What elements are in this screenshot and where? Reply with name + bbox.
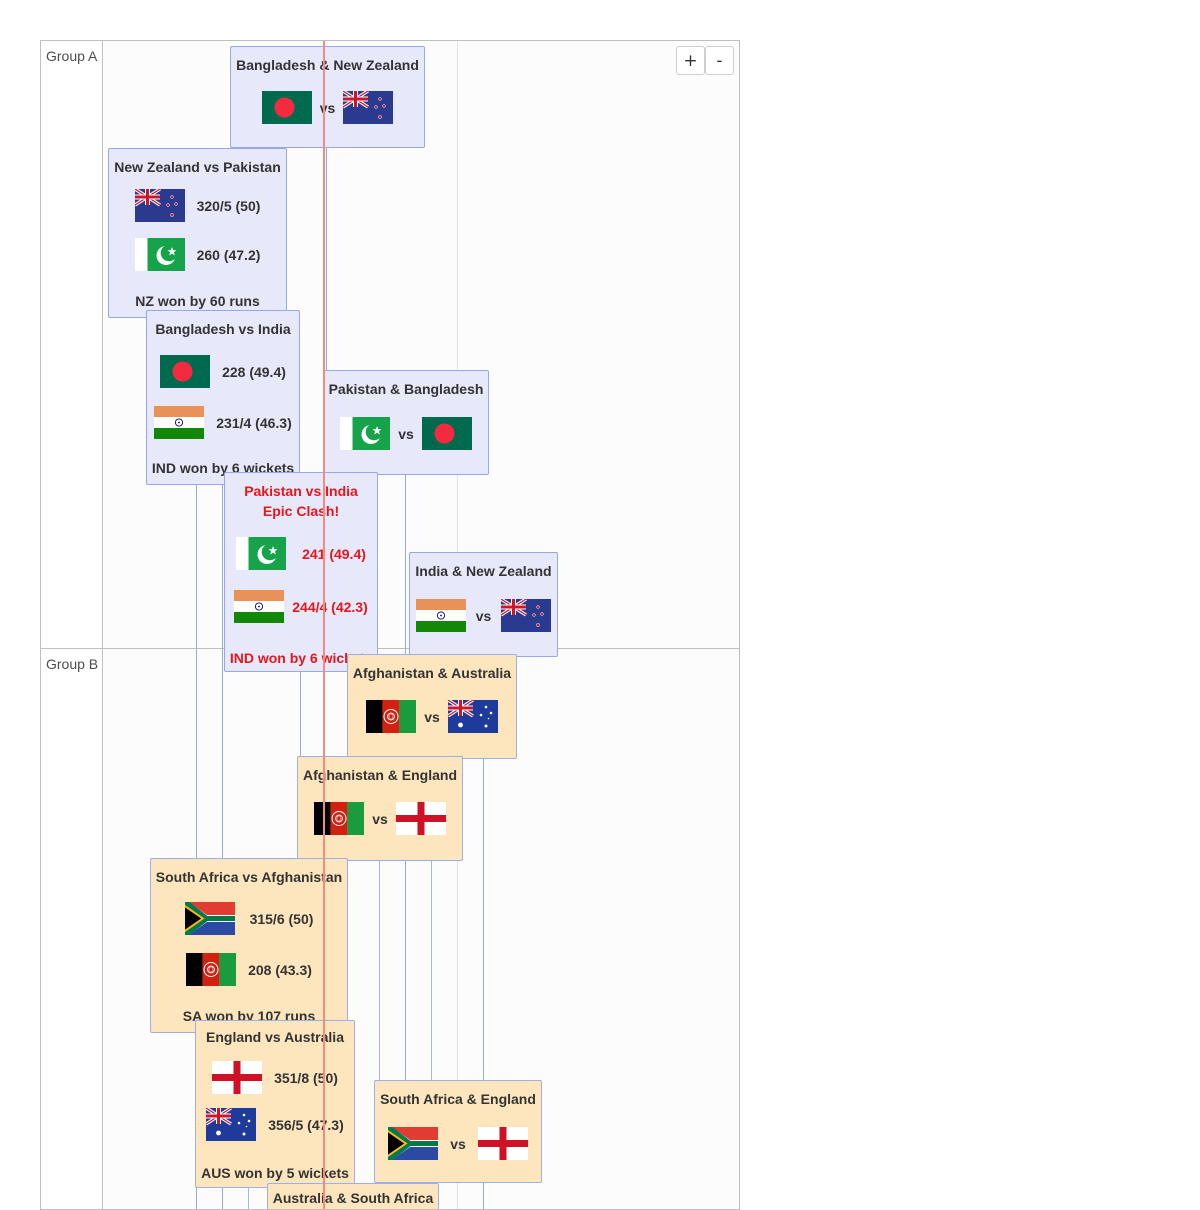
vs-label: vs — [450, 1135, 466, 1152]
match-title: Bangladesh vs India — [155, 321, 291, 337]
vs-label: vs — [398, 425, 414, 442]
team1-score: 315/6 (50) — [249, 910, 314, 927]
match-card-afghanistan-england[interactable]: Afghanistan & England vs — [297, 756, 463, 861]
england-flag-icon — [212, 1061, 263, 1094]
match-title: England vs Australia — [206, 1029, 344, 1045]
england-flag-icon — [477, 1127, 528, 1160]
group-label-a: Group A — [41, 41, 103, 648]
vs-label: vs — [424, 708, 440, 725]
match-card-south-africa-afghanistan[interactable]: South Africa vs Afghanistan 315/6 (50) 2… — [150, 858, 348, 1033]
vs-label: vs — [372, 810, 388, 827]
team2-score: 231/4 (46.3) — [216, 414, 292, 431]
team1-score: 351/8 (50) — [274, 1069, 338, 1086]
match-title: Pakistan vs India Epic Clash! — [244, 483, 358, 519]
new-zealand-flag-icon — [343, 91, 394, 124]
match-card-india-new-zealand[interactable]: India & New Zealand vs — [409, 552, 558, 657]
pakistan-flag-icon — [340, 417, 391, 450]
australia-flag-icon — [447, 700, 498, 733]
south-africa-flag-icon — [388, 1127, 439, 1160]
match-title: Bangladesh & New Zealand — [236, 57, 419, 73]
match-card-bangladesh-india[interactable]: Bangladesh vs India 228 (49.4) 231/4 (46… — [146, 310, 300, 485]
pakistan-flag-icon — [236, 537, 287, 570]
team1-score: 320/5 (50) — [196, 197, 261, 214]
match-card-pakistan-bangladesh[interactable]: Pakistan & Bangladesh vs — [323, 370, 489, 475]
australia-flag-icon — [206, 1108, 257, 1141]
match-card-pakistan-india[interactable]: Pakistan vs India Epic Clash! 241 (49.4)… — [224, 472, 378, 672]
group-label-b: Group B — [41, 649, 103, 1209]
match-title: South Africa vs Afghanistan — [155, 869, 343, 885]
zoom-controls: + - — [676, 46, 734, 75]
item-stem — [431, 758, 432, 1209]
south-africa-flag-icon — [184, 902, 235, 935]
item-stem — [222, 484, 223, 1209]
match-card-australia-south-africa[interactable]: Australia & South Africa — [267, 1183, 439, 1209]
match-title: Pakistan & Bangladesh — [328, 381, 484, 397]
match-title: Australia & South Africa — [272, 1190, 434, 1206]
bangladesh-flag-icon — [261, 91, 312, 124]
current-time-marker — [323, 41, 325, 1209]
afghanistan-flag-icon — [186, 953, 237, 986]
zoom-in-button[interactable]: + — [676, 46, 705, 75]
item-stem — [196, 317, 197, 1209]
group-divider — [41, 648, 739, 649]
india-flag-icon — [415, 599, 466, 632]
pakistan-flag-icon — [134, 238, 185, 271]
match-card-afghanistan-australia[interactable]: Afghanistan & Australia vs — [347, 654, 517, 759]
team1-score: 228 (49.4) — [222, 363, 286, 380]
bangladesh-flag-icon — [421, 417, 472, 450]
item-stem — [379, 860, 380, 1209]
match-result: NZ won by 60 runs — [135, 293, 260, 309]
afghanistan-flag-icon — [314, 802, 365, 835]
match-title: India & New Zealand — [415, 563, 552, 579]
match-card-england-australia[interactable]: England vs Australia 351/8 (50) 356/5 (4… — [195, 1020, 355, 1188]
afghanistan-flag-icon — [366, 700, 417, 733]
match-card-new-zealand-pakistan[interactable]: New Zealand vs Pakistan 320/5 (50) 260 (… — [108, 148, 287, 318]
team2-score: 244/4 (42.3) — [292, 598, 368, 615]
match-result: AUS won by 5 wickets — [201, 1165, 349, 1181]
match-result: IND won by 6 wickets — [229, 650, 373, 666]
vs-label: vs — [475, 607, 492, 624]
match-title: Afghanistan & Australia — [352, 665, 512, 681]
india-flag-icon — [234, 590, 285, 623]
match-title: Afghanistan & England — [303, 767, 457, 783]
match-card-bangladesh-new-zealand[interactable]: Bangladesh & New Zealand vs — [230, 46, 425, 148]
india-flag-icon — [154, 406, 205, 439]
england-flag-icon — [395, 802, 446, 835]
team2-score: 260 (47.2) — [196, 246, 261, 263]
team1-score: 241 (49.4) — [302, 545, 366, 562]
timeline[interactable]: Group A Group B + - Bangladesh & New Zea… — [40, 40, 740, 1210]
match-card-south-africa-england[interactable]: South Africa & England vs — [374, 1080, 542, 1183]
bangladesh-flag-icon — [160, 355, 211, 388]
team2-score: 356/5 (47.3) — [268, 1116, 344, 1133]
match-title: New Zealand vs Pakistan — [114, 159, 281, 175]
new-zealand-flag-icon — [134, 189, 185, 222]
item-stem — [483, 656, 484, 1209]
new-zealand-flag-icon — [501, 599, 552, 632]
match-title: South Africa & England — [380, 1091, 536, 1107]
team2-score: 208 (43.3) — [248, 961, 312, 978]
zoom-out-button[interactable]: - — [705, 46, 734, 75]
